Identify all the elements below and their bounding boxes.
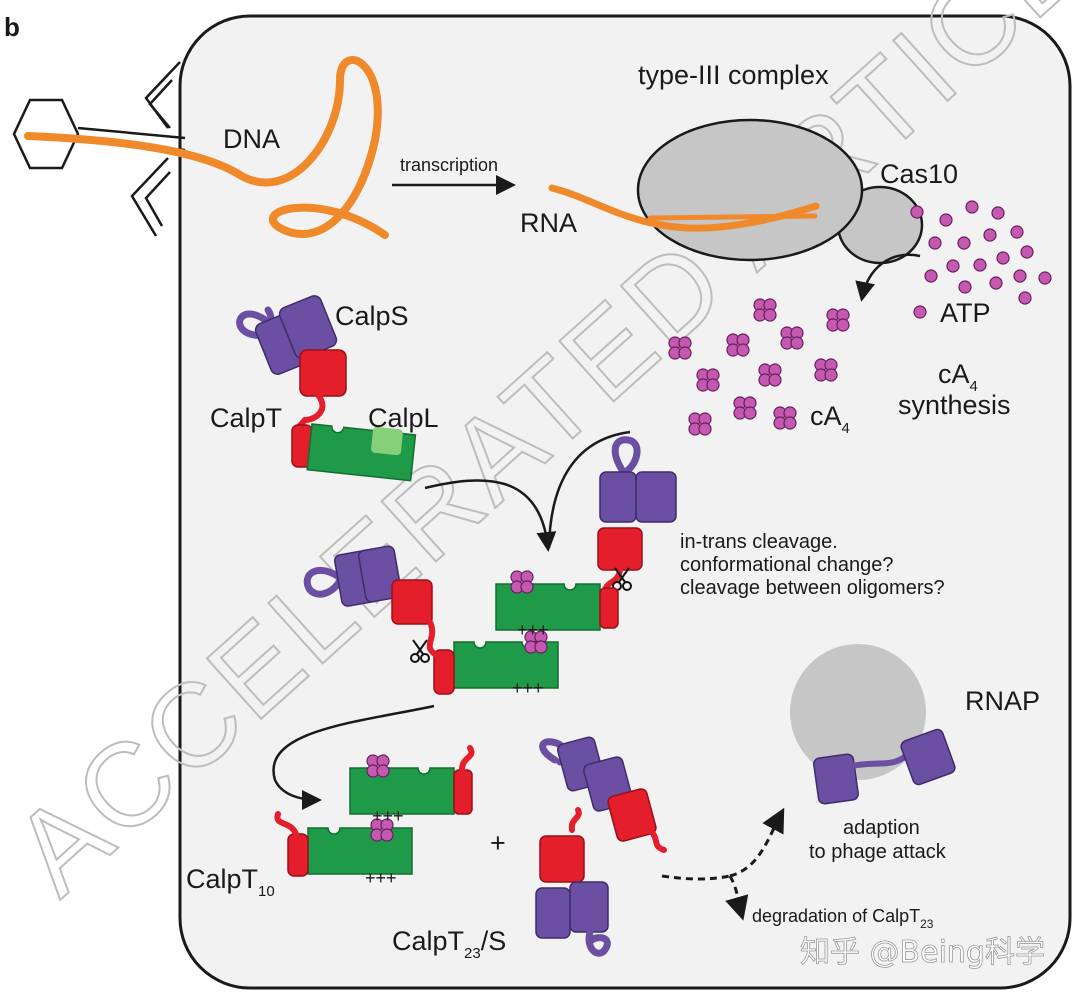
charge-label-1: +++ (517, 620, 549, 640)
degradation-label: degradation of CalpT23 (752, 906, 934, 931)
calpt23-calps-product-lower (535, 807, 611, 957)
ca4-synthesis-label: cA4 (938, 359, 978, 395)
dashed-arrow-adaption (729, 807, 785, 878)
activation-arrow-right (547, 430, 631, 549)
charge-label-3: +++ (372, 806, 404, 826)
calpt-calps-left (303, 545, 441, 663)
activation-arrow-left (424, 479, 557, 552)
crrna-strand (647, 213, 818, 221)
calpt10-oligomer (274, 745, 475, 877)
plus-sign: + (490, 828, 506, 858)
calpt-calps-right-top (597, 436, 677, 597)
zhihu-watermark: 知乎 @Being科学 (800, 935, 1045, 970)
atp-label: ATP (940, 298, 991, 328)
calps-label: CalpS (335, 301, 409, 331)
cleavage-text-3: cleavage between oligomers? (680, 577, 945, 599)
adaption-label-1: adaption (843, 817, 920, 839)
rnap-circle (790, 644, 926, 780)
transcription-label: transcription (400, 155, 498, 175)
calpt-label: CalpT (210, 403, 282, 433)
ca4-synthesis-label-line2: synthesis (898, 390, 1011, 420)
dna-label: DNA (223, 124, 280, 154)
charge-label-2: +++ (512, 678, 544, 698)
to-calpt10-arrow (272, 704, 435, 810)
dashed-main-line (661, 874, 731, 881)
cleavage-text-2: conformational change? (680, 554, 893, 576)
calpl-label: CalpL (368, 403, 439, 433)
calpt10-label: CalpT10 (186, 864, 275, 900)
ca4-label: cA4 (810, 401, 850, 437)
cas10-label: Cas10 (880, 159, 958, 189)
calp-complex-intact (236, 295, 417, 482)
calpt23s-label: CalpT23/S (392, 926, 506, 962)
adaption-label-2: to phage attack (809, 841, 947, 863)
dna-strand (24, 56, 389, 239)
charge-label-4: +++ (365, 868, 397, 888)
dashed-arrow-degradation (725, 875, 749, 921)
atp-to-ca4-arrow (855, 253, 921, 302)
calps-bound-rnap (813, 728, 956, 805)
panel-label: b (4, 12, 20, 42)
calpt23-calps-product-upper (539, 736, 667, 853)
type3-complex-body (636, 118, 864, 262)
rna-label: RNA (520, 208, 577, 238)
cleavage-text-1: in-trans cleavage. (680, 531, 838, 553)
type3-complex-label: type-III complex (638, 60, 829, 90)
calpl-oligomer-middle (433, 570, 619, 695)
rnap-label: RNAP (965, 686, 1040, 716)
atp-molecules (910, 200, 1052, 319)
